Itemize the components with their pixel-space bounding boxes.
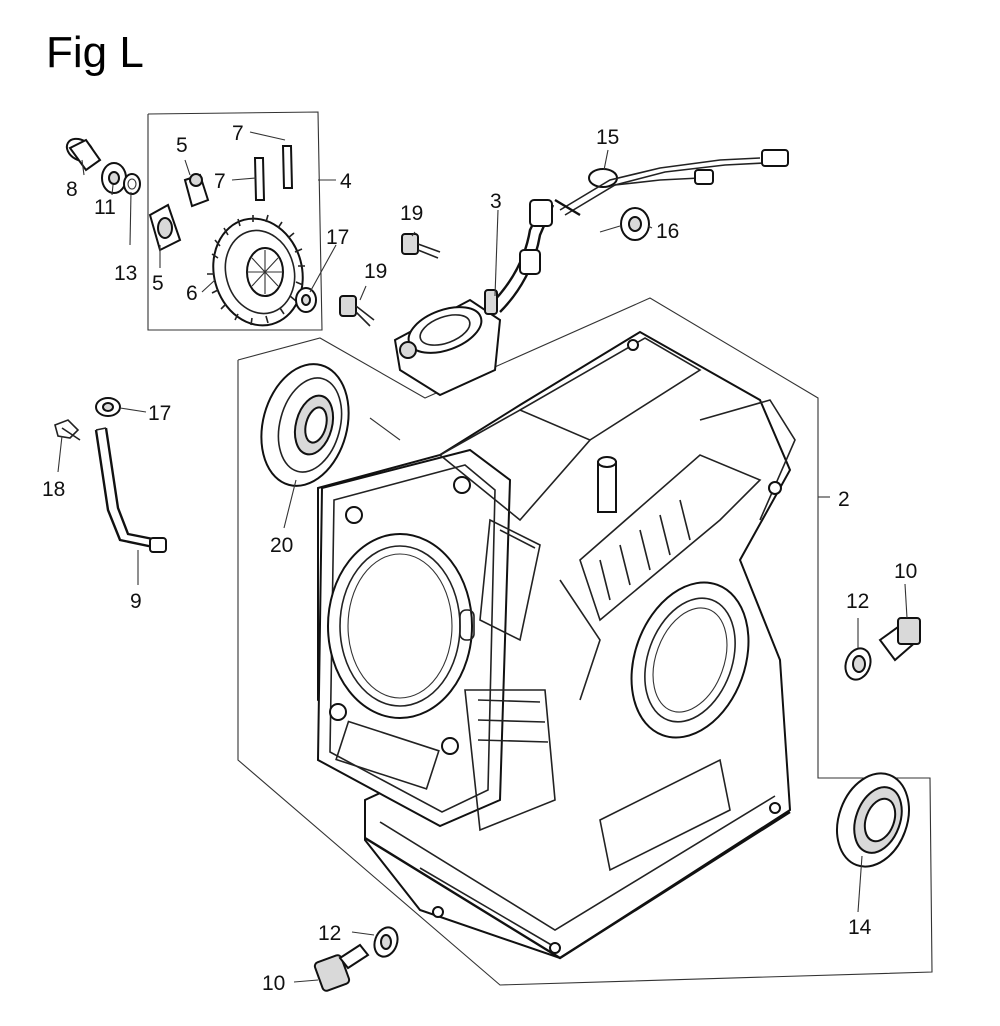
label-part-7-long: 7	[232, 122, 244, 145]
oil-pipe-part-9	[94, 427, 167, 553]
label-part-19-lower: 19	[364, 260, 387, 283]
label-part-5-shaft: 5	[176, 134, 188, 157]
label-part-2: 2	[838, 488, 850, 511]
pin-part-7-long	[281, 145, 294, 189]
label-part-17-upper: 17	[326, 226, 349, 249]
label-part-18: 18	[42, 478, 65, 501]
oil-pump-group-boundary	[147, 111, 323, 331]
label-part-11: 11	[94, 196, 116, 219]
pump-cover-part-5	[148, 203, 182, 252]
bolt-part-19-upper	[401, 233, 441, 259]
washer-part-17-lower	[95, 397, 121, 417]
label-part-6: 6	[186, 282, 198, 305]
label-part-12-bottom: 12	[318, 922, 341, 945]
label-part-14: 14	[848, 916, 872, 939]
plug-part-8	[65, 137, 102, 172]
label-part-7-short: 7	[214, 170, 226, 193]
label-part-20: 20	[270, 534, 293, 557]
label-part-10-right: 10	[894, 560, 917, 583]
crankcase-body	[316, 330, 796, 960]
label-part-15: 15	[596, 126, 619, 149]
label-part-5-cover: 5	[152, 272, 164, 295]
label-part-13: 13	[114, 262, 137, 285]
label-part-8: 8	[66, 178, 78, 201]
label-part-12-right: 12	[846, 590, 869, 613]
part-labels: 2 3 4 5 5 6 7 7 8 9 10 10 11 12 12 13 14…	[42, 122, 917, 995]
pin-part-7-short	[253, 157, 266, 201]
label-part-10-bottom: 10	[262, 972, 285, 995]
label-part-17-lower: 17	[148, 402, 171, 425]
label-part-4: 4	[340, 170, 352, 193]
drain-bolt-bottom	[313, 926, 399, 992]
nut-part-16	[620, 207, 650, 241]
washer-part-11	[101, 162, 127, 194]
breather-assembly-part-3	[393, 199, 555, 397]
label-part-9: 9	[130, 590, 142, 613]
oil-seal-part-14	[836, 772, 910, 868]
label-part-19-upper: 19	[400, 202, 423, 225]
oring-part-13	[123, 173, 141, 195]
bearing-part-20	[260, 363, 350, 487]
washer-part-17-upper	[295, 287, 317, 313]
leader-lines	[57, 131, 908, 983]
bolt-part-19-lower	[339, 295, 375, 327]
crankcase-group-boundary	[237, 297, 933, 986]
shaft-part-5	[183, 173, 210, 208]
label-part-16: 16	[656, 220, 679, 243]
drain-bolt-right	[844, 617, 921, 681]
label-part-3: 3	[490, 190, 502, 213]
figure-title: Fig L	[46, 28, 144, 77]
oil-pump-gear-part-6	[207, 214, 305, 327]
clip-part-18	[54, 419, 81, 441]
oil-level-switch-part-15	[554, 149, 789, 217]
